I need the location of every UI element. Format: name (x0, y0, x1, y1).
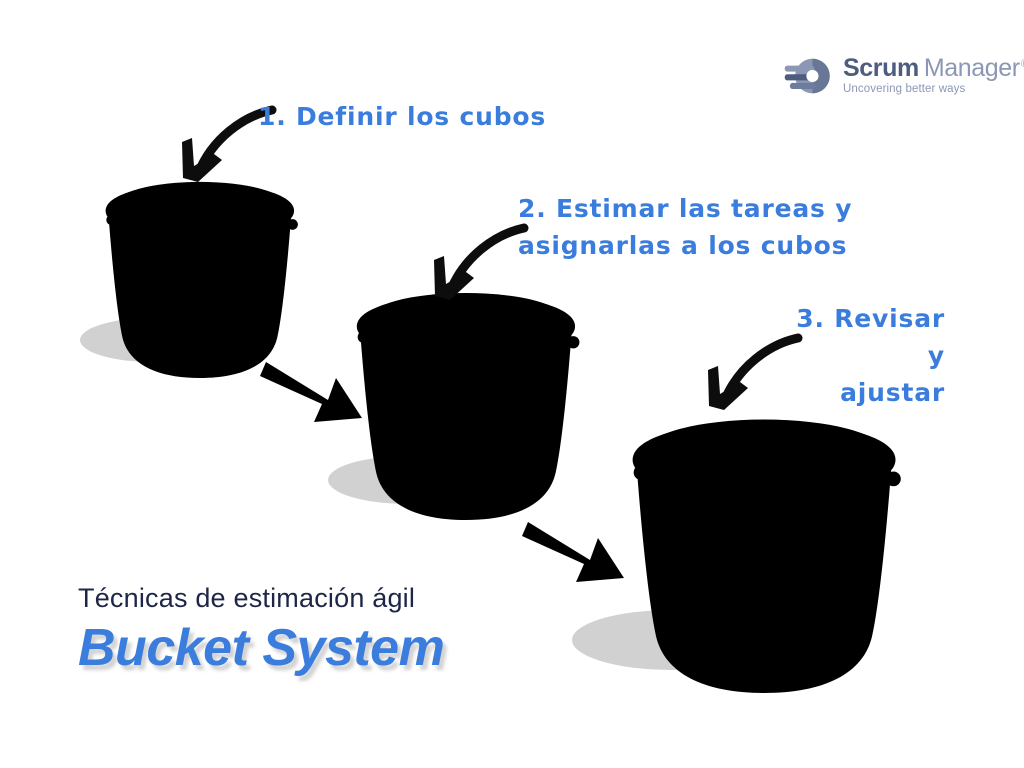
bucket-large[interactable] (632, 419, 901, 693)
scrum-manager-logo-mark (784, 58, 830, 94)
bucket-medium[interactable] (356, 292, 580, 520)
step-1-label: 1. Definir los cubos (258, 102, 547, 131)
logo-word-scrum: Scrum (843, 54, 919, 83)
flow-arrow-1 (260, 362, 362, 422)
bucket-small[interactable] (105, 181, 298, 378)
registered-trademark-icon: ® (1021, 58, 1024, 70)
logo-tagline: Uncovering better ways (843, 83, 966, 96)
step-3-curved-arrow (708, 338, 798, 410)
logo-word-manager: Manager (923, 54, 1020, 83)
step-2-curved-arrow (434, 228, 524, 300)
page-title: Bucket System (78, 619, 445, 677)
step-2-label: 2. Estimar las tareas y asignarlas a los… (518, 194, 853, 260)
step-3-label: 3. Revisar y ajustar (796, 304, 945, 407)
title-block: Técnicas de estimación ágil Bucket Syste… (78, 583, 598, 678)
flow-arrow-2 (522, 522, 624, 582)
title-kicker: Técnicas de estimación ágil (78, 583, 416, 613)
